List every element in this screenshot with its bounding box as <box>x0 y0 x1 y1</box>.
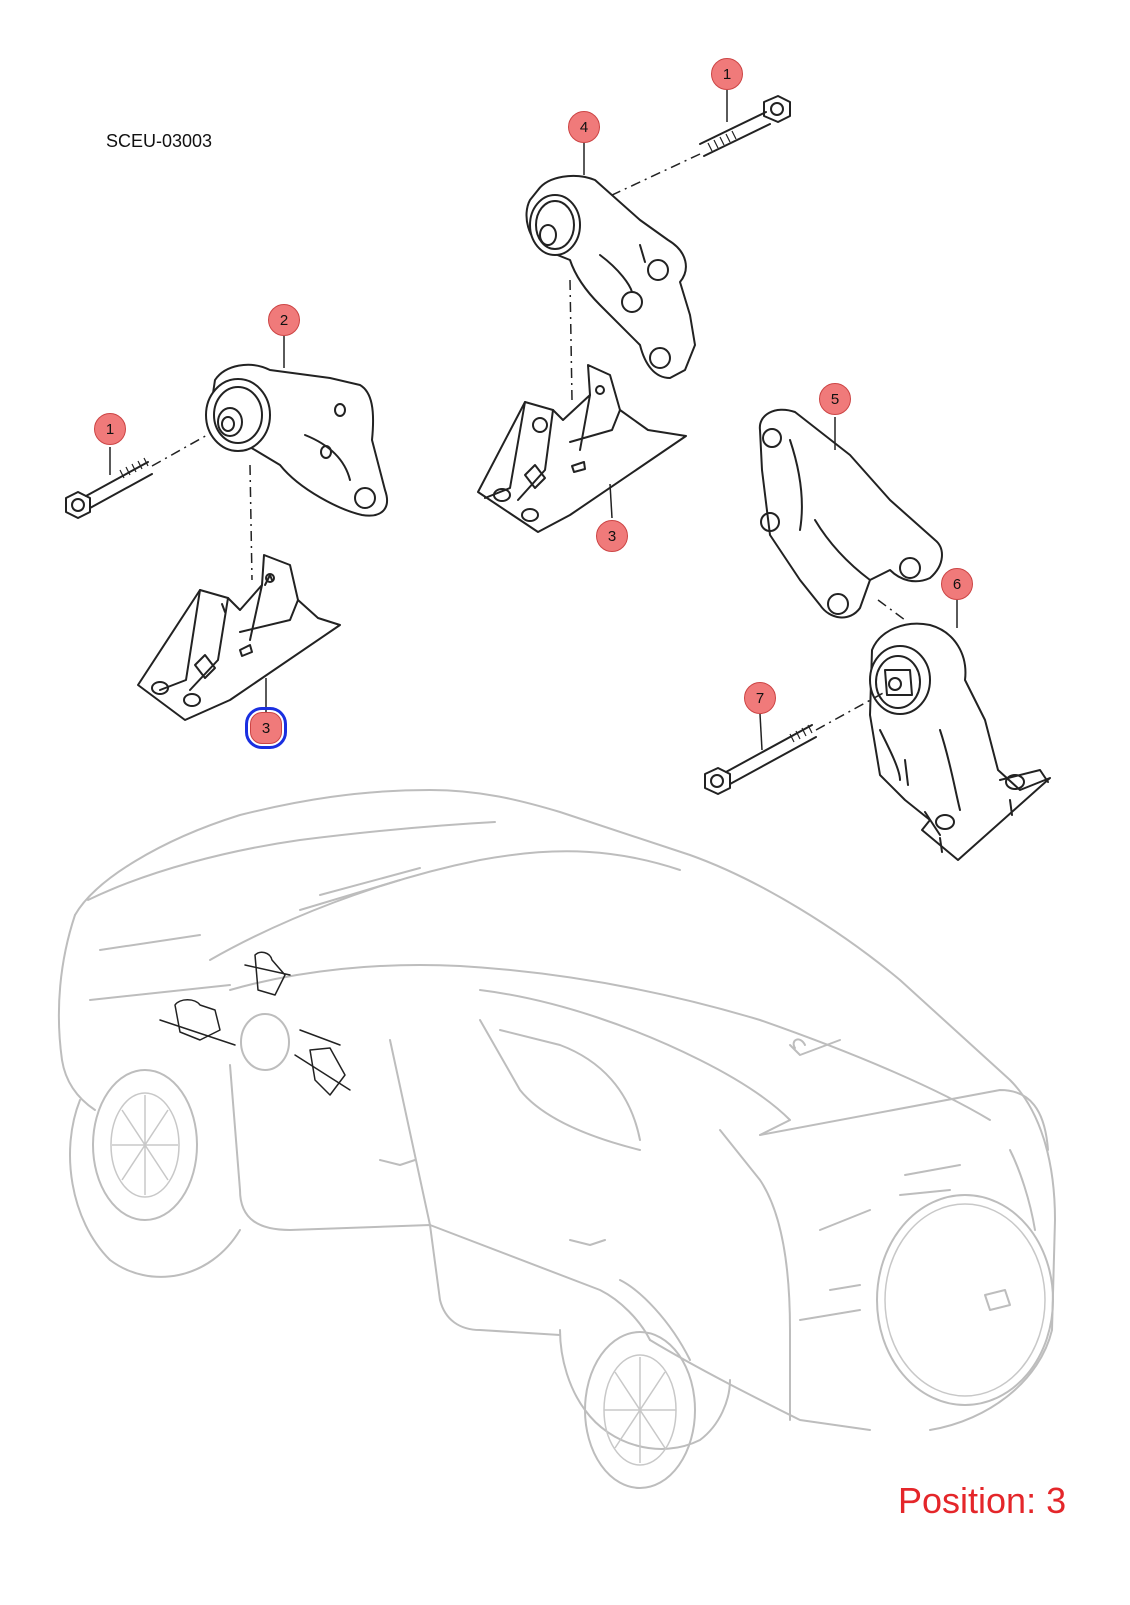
callout-7[interactable]: 7 <box>744 682 776 714</box>
mount-bracket-5 <box>758 408 943 619</box>
mount-bracket-2 <box>205 363 388 517</box>
bolt-left <box>65 424 226 519</box>
callout-5[interactable]: 5 <box>819 383 851 415</box>
mount-6 <box>869 599 1051 861</box>
callout-1-left[interactable]: 1 <box>94 413 126 445</box>
bolt-top <box>609 95 791 197</box>
position-label: Position: 3 <box>898 1480 1067 1521</box>
callout-3-left-selected[interactable]: 3 <box>245 707 287 749</box>
callout-leaders <box>109 90 958 751</box>
callout-6[interactable]: 6 <box>941 568 973 600</box>
bolt-right <box>704 691 886 795</box>
callout-1-top[interactable]: 1 <box>711 58 743 90</box>
vehicle-mount-locations <box>159 951 351 1096</box>
callout-3-right[interactable]: 3 <box>596 520 628 552</box>
diagram-code: SCEU-03003 <box>106 131 213 151</box>
mount-base-3-left <box>137 464 341 721</box>
mount-bracket-4 <box>525 174 696 379</box>
mount-base-3-right <box>477 279 687 533</box>
callout-2[interactable]: 2 <box>268 304 300 336</box>
callout-4[interactable]: 4 <box>568 111 600 143</box>
vehicle-outline <box>57 789 1056 1489</box>
